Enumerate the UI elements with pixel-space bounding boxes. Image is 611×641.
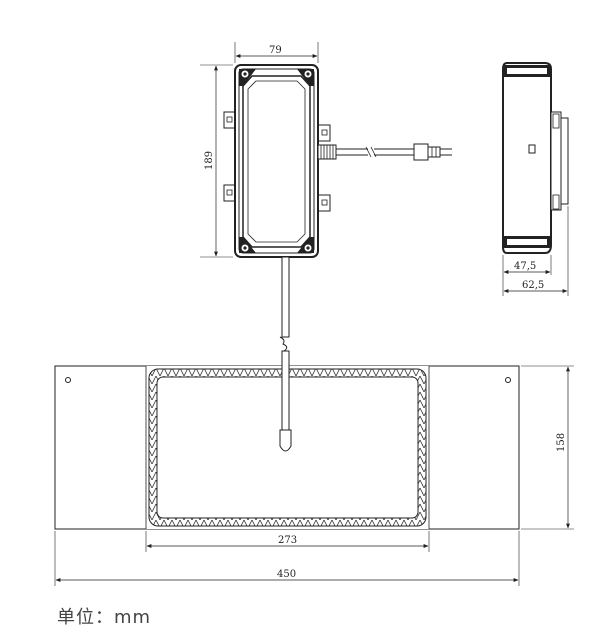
probe-tube-top — [281, 256, 290, 338]
side-view: 47,5 62,5 — [502, 62, 569, 296]
probe-tip — [279, 429, 292, 452]
mount-ear-right-bottom — [317, 194, 331, 212]
dim-panel-inner-width: 273 — [278, 535, 297, 546]
dim-panel-height: 158 — [556, 433, 567, 452]
panel-hole-icon — [505, 377, 511, 383]
controller-body — [234, 64, 319, 258]
front-view: 79 189 — [200, 42, 452, 352]
dim-top-width: 79 — [269, 45, 282, 56]
dim-top-height: 189 — [204, 151, 215, 170]
bottom-panel: 158 273 450 — [54, 350, 574, 586]
panel-hole-icon — [65, 377, 71, 383]
dim-side-depth-outer: 62,5 — [522, 280, 544, 291]
dim-panel-total-width: 450 — [277, 569, 296, 580]
mount-ear-right-top — [317, 124, 331, 142]
dim-side-depth-inner: 47,5 — [514, 261, 536, 272]
unit-label: 单位：mm — [57, 607, 152, 628]
cable-plug — [413, 143, 429, 161]
